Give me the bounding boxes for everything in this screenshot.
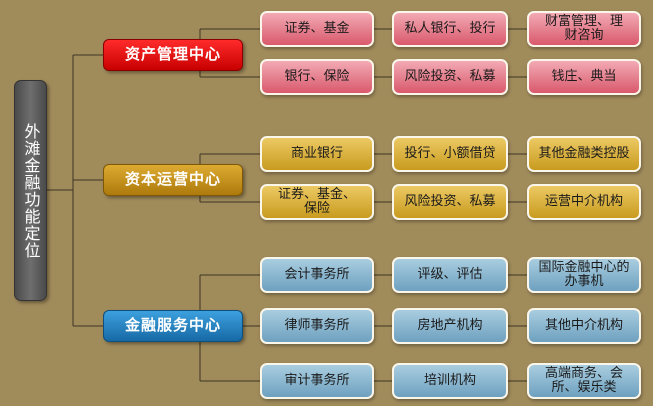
leaf-node: 运营中介机构 (527, 184, 641, 220)
leaf-node: 培训机构 (392, 363, 508, 399)
leaf-label: 投行、小额借贷 (404, 146, 496, 162)
leaf-node: 商业银行 (260, 136, 374, 172)
root-node: 外滩金融功能定位 (14, 80, 47, 301)
leaf-node: 证券、基金 (260, 11, 374, 47)
center-capital-operation: 资本运营中心 (103, 164, 243, 196)
root-label: 外滩金融功能定位 (21, 122, 41, 259)
leaf-label: 钱庄、典当 (551, 69, 617, 85)
leaf-label: 风险投资、私募 (404, 69, 496, 85)
center-label: 资产管理中心 (124, 45, 221, 64)
leaf-label: 国际金融中心的办事机 (538, 260, 630, 289)
leaf-label: 风险投资、私募 (404, 194, 496, 210)
leaf-node: 国际金融中心的办事机 (527, 257, 641, 293)
leaf-node: 银行、保险 (260, 59, 374, 95)
leaf-label: 其他金融类控股 (538, 146, 630, 162)
leaf-node: 评级、评估 (392, 257, 508, 293)
leaf-node: 高端商务、会所、娱乐类 (527, 363, 641, 399)
leaf-label: 财富管理、理财咨询 (544, 14, 623, 43)
leaf-label: 证券、基金、保险 (277, 187, 356, 216)
center-financial-services: 金融服务中心 (103, 310, 243, 342)
leaf-label: 证券、基金 (284, 21, 350, 37)
leaf-node: 钱庄、典当 (527, 59, 641, 95)
leaf-label: 高端商务、会所、娱乐类 (544, 366, 623, 395)
leaf-node: 证券、基金、保险 (260, 184, 374, 220)
leaf-node: 其他中介机构 (527, 308, 641, 344)
leaf-node: 风险投资、私募 (392, 184, 508, 220)
center-asset-management: 资产管理中心 (103, 39, 243, 71)
leaf-node: 投行、小额借贷 (392, 136, 508, 172)
leaf-label: 房地产机构 (417, 318, 483, 334)
leaf-label: 培训机构 (423, 373, 476, 389)
leaf-label: 私人银行、投行 (404, 21, 496, 37)
leaf-node: 房地产机构 (392, 308, 508, 344)
leaf-node: 审计事务所 (260, 363, 374, 399)
leaf-label: 审计事务所 (284, 373, 350, 389)
center-label: 资本运营中心 (124, 170, 221, 189)
leaf-node: 律师事务所 (260, 308, 374, 344)
leaf-node: 会计事务所 (260, 257, 374, 293)
leaf-node: 风险投资、私募 (392, 59, 508, 95)
center-label: 金融服务中心 (124, 316, 221, 335)
leaf-label: 会计事务所 (284, 267, 350, 283)
leaf-node: 私人银行、投行 (392, 11, 508, 47)
leaf-label: 商业银行 (290, 146, 343, 162)
leaf-node: 其他金融类控股 (527, 136, 641, 172)
leaf-label: 运营中介机构 (544, 194, 623, 210)
leaf-node: 财富管理、理财咨询 (527, 11, 641, 47)
leaf-label: 其他中介机构 (544, 318, 623, 334)
leaf-label: 律师事务所 (284, 318, 350, 334)
leaf-label: 评级、评估 (417, 267, 483, 283)
leaf-label: 银行、保险 (284, 69, 350, 85)
